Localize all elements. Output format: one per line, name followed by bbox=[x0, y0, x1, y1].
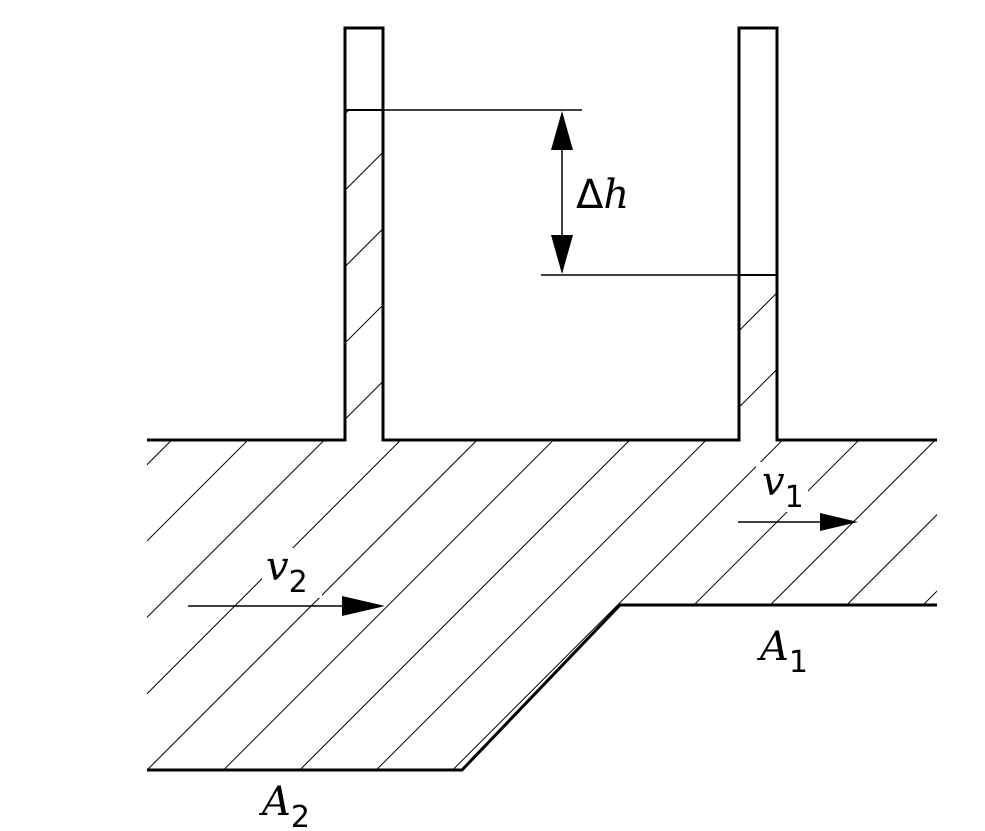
delta-h-arrow-up-icon bbox=[551, 111, 573, 150]
delta-h-arrow-down-icon bbox=[551, 235, 573, 274]
delta-h-label: Δh bbox=[576, 172, 629, 218]
v1-label: v1 bbox=[762, 459, 804, 515]
v2-arrow-head-icon bbox=[342, 596, 385, 616]
A2-label: A2 bbox=[258, 779, 310, 831]
v1-arrow-head-icon bbox=[820, 513, 858, 531]
pipe-top-wall bbox=[147, 26, 937, 442]
A1-label: A1 bbox=[756, 624, 808, 680]
right-tube-fluid-hatching bbox=[739, 275, 777, 442]
pipe-bottom-wall bbox=[147, 603, 937, 772]
v2-label: v2 bbox=[266, 544, 308, 600]
left-tube-fluid-hatching bbox=[345, 110, 383, 442]
v1-label-mask bbox=[756, 462, 808, 512]
v2-label-mask bbox=[262, 548, 322, 598]
